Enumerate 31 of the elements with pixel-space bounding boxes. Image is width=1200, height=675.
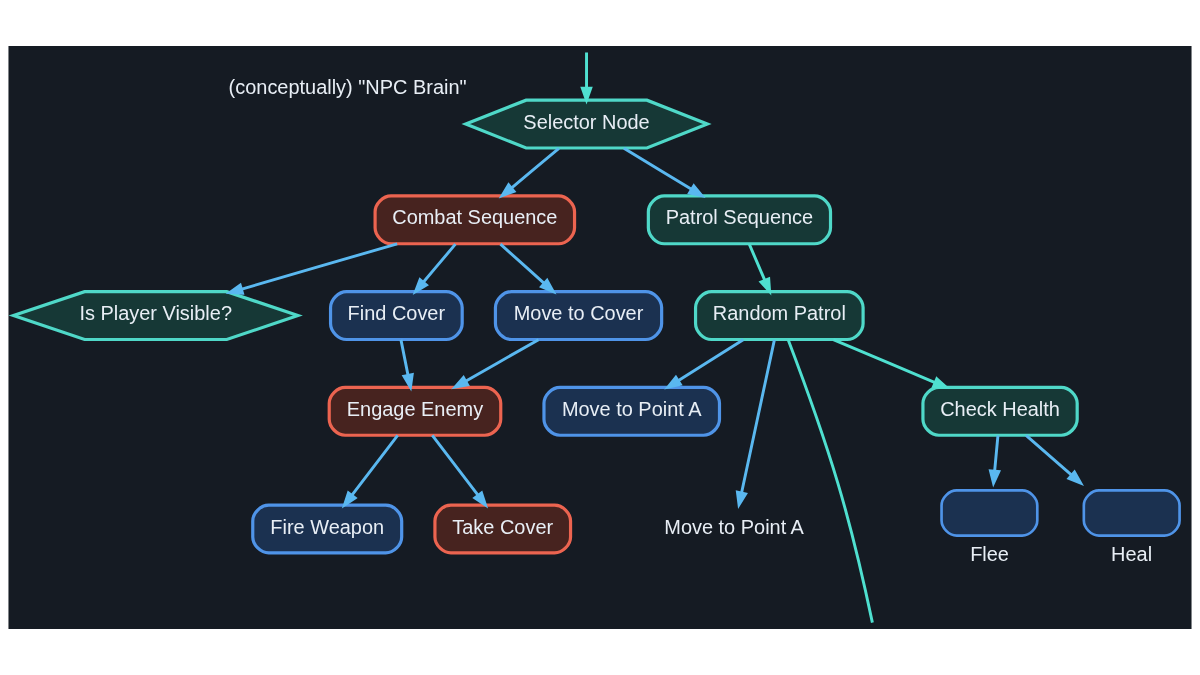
connector [786,339,874,623]
arrow [1025,434,1084,486]
arrow [341,434,399,509]
arrow [431,434,489,509]
arrow [499,243,557,295]
arrow [988,435,1001,488]
node-label: Heal [1111,542,1153,565]
arrow [623,146,706,198]
arrow [747,243,772,296]
node-box: Engage Enemy [327,385,503,437]
arrow [580,52,593,105]
node-box: Fire Weapon [251,503,404,555]
node-label: (conceptually) "NPC Brain" [228,75,467,98]
arrow [664,338,744,390]
arrow [451,338,540,390]
node-box: Take Cover [433,503,573,555]
arrow [399,339,414,392]
node-box: Move to Cover [493,290,664,342]
node-box: Combat Sequence [373,194,577,246]
node-label: Flee [970,542,1009,565]
node-text: Move to Point A [664,515,804,538]
arrow [498,147,560,199]
arrow [412,243,457,295]
node-box: Move to Point A [542,385,722,437]
node-box: Check Health [921,385,1079,437]
arrow [832,338,951,389]
node-box: Random Patrol [693,290,865,342]
node-box: Patrol Sequence [646,194,833,246]
node-box: Find Cover [328,290,464,342]
arrow [735,339,776,510]
arrow [225,242,398,295]
